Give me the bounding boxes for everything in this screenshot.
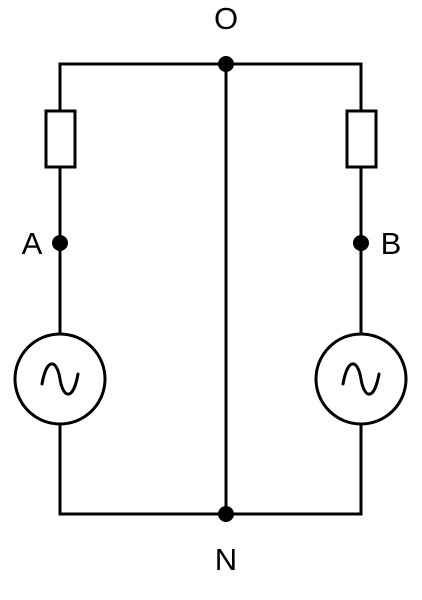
left-resistor-icon bbox=[44, 109, 77, 169]
right-sine-wave-icon bbox=[341, 362, 381, 396]
node-o-dot bbox=[218, 56, 234, 72]
node-n-label: N bbox=[215, 542, 237, 577]
left-sine-wave-icon bbox=[40, 362, 80, 396]
node-n-dot bbox=[218, 506, 234, 522]
right-ac-source-icon bbox=[314, 332, 408, 426]
node-a-dot bbox=[52, 235, 68, 251]
node-b-label: B bbox=[381, 226, 402, 261]
wires bbox=[58, 62, 363, 516]
node-a-label: A bbox=[22, 226, 43, 261]
node-o-label: O bbox=[214, 1, 238, 36]
right-resistor-icon bbox=[345, 109, 378, 169]
left-ac-source-icon bbox=[13, 332, 107, 426]
node-b-dot bbox=[353, 235, 369, 251]
